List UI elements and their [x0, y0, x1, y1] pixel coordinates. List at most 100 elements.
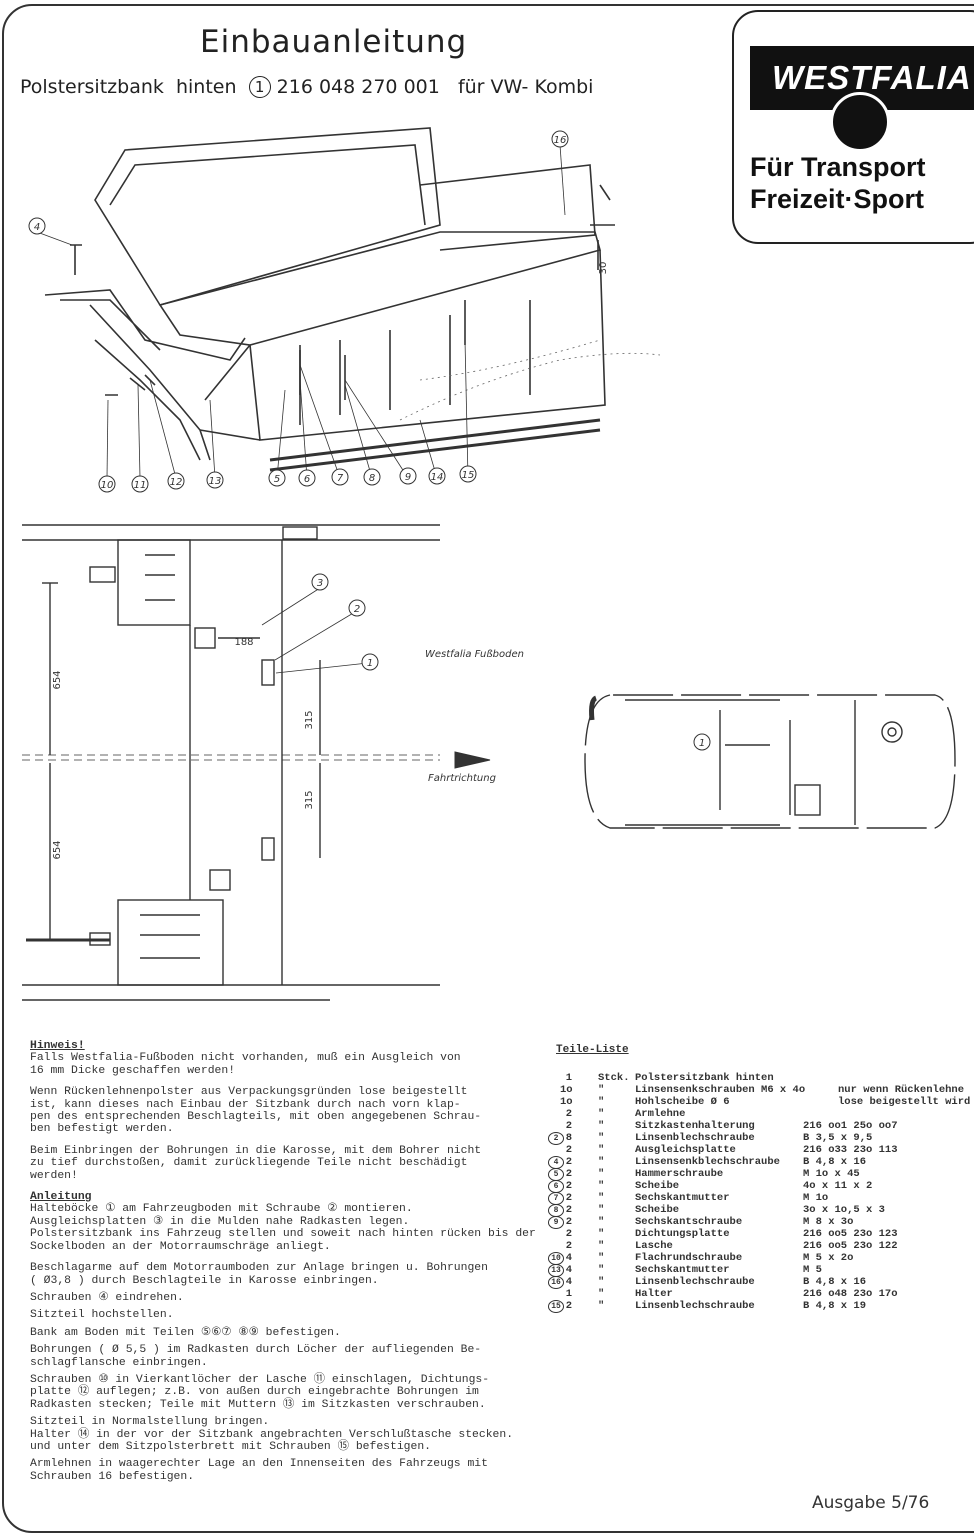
- parts-row: 2 " Armlehne: [548, 1108, 974, 1120]
- part-name: Dichtungsplatte: [635, 1228, 730, 1240]
- part-quantity: 2: [565, 1180, 572, 1192]
- parts-row: 1o " Linsensenkschrauben M6 x 4o nur wenn R…: [548, 1084, 974, 1096]
- part-unit: ": [598, 1192, 605, 1204]
- part-unit: ": [598, 1120, 605, 1132]
- hinweis-paragraph: Beim Einbringen der Bohrungen in die Kar…: [30, 1144, 482, 1182]
- part-quantity: 2: [565, 1120, 572, 1132]
- logo-tagline-2: Freizeit·Sport: [750, 184, 925, 214]
- part-quantity: 8: [565, 1132, 572, 1144]
- part-name: Scheibe: [635, 1180, 680, 1192]
- part-spec: 216 oo1 25o oo7: [803, 1120, 898, 1132]
- anleitung-step: Sitzteil in Normalstellung bringen. Halt…: [30, 1416, 514, 1453]
- part-quantity: 1: [565, 1072, 572, 1084]
- part-unit: ": [598, 1084, 605, 1096]
- part-quantity: 2: [565, 1204, 572, 1216]
- part-unit: Stck.: [598, 1072, 630, 1084]
- subtitle-pre: Polstersitzbank hinten: [20, 76, 237, 98]
- anleitung-step: Beschlagarme auf dem Motorraumboden zur …: [30, 1262, 488, 1287]
- part-unit: ": [598, 1168, 605, 1180]
- part-name: Hohlscheibe Ø 6: [635, 1096, 730, 1108]
- part-name: Linsensenkblechschraube: [635, 1156, 780, 1168]
- part-unit: ": [598, 1108, 605, 1120]
- part-spec: 216 o33 23o 113: [803, 1144, 898, 1156]
- part-spec: M 5: [803, 1264, 822, 1276]
- part-unit: ": [598, 1096, 605, 1108]
- part-quantity: 4: [565, 1252, 572, 1264]
- part-name: Linsenblechschraube: [635, 1300, 755, 1312]
- part-name: Armlehne: [635, 1108, 686, 1120]
- part-unit: ": [598, 1264, 605, 1276]
- part-name: Sechskantmutter: [635, 1264, 730, 1276]
- part-name: Sitzkastenhalterung: [635, 1120, 755, 1132]
- logo-tagline-1: Für Transport: [750, 152, 926, 182]
- anleitung-step: Schrauben ⑩ in Vierkantlöcher der Lasche…: [30, 1373, 490, 1411]
- part-quantity: 1o: [560, 1084, 573, 1096]
- part-spec: B 4,8 x 16: [803, 1276, 867, 1288]
- part-note: nur wenn Rückenlehne: [838, 1084, 965, 1096]
- logo-brand: WESTFALIA: [750, 46, 974, 110]
- part-unit: ": [598, 1300, 605, 1312]
- part-quantity: 2: [565, 1240, 572, 1252]
- document-title: Einbauanleitung: [200, 24, 468, 60]
- part-callout: 16: [548, 1276, 564, 1289]
- anleitung-heading: Anleitung: [30, 1191, 92, 1204]
- part-note: lose beigestellt wird: [838, 1096, 971, 1108]
- part-name: Polstersitzbank hinten: [635, 1072, 774, 1084]
- hinweis-paragraph: Wenn Rückenlehnenpolster aus Verpackungs…: [30, 1086, 482, 1136]
- part-spec: 216 oo5 23o 123: [803, 1228, 898, 1240]
- part-quantity: 4: [565, 1264, 572, 1276]
- anleitung-step: Schrauben ④ eindrehen.: [30, 1291, 184, 1304]
- document-subtitle: Polstersitzbank hinten 1 216 048 270 001…: [20, 76, 593, 98]
- part-spec: B 4,8 x 16: [803, 1156, 867, 1168]
- instructions-text: Hinweis! Falls Westfalia-Fußboden nicht …: [30, 1040, 536, 1492]
- anleitung-step: Halteböcke ① am Fahrzeugboden mit Schrau…: [30, 1203, 536, 1253]
- part-number-circle: 1: [248, 76, 271, 98]
- part-name: Linsenblechschraube: [635, 1276, 755, 1288]
- part-unit: ": [598, 1216, 605, 1228]
- part-spec: B 4,8 x 19: [803, 1300, 867, 1312]
- part-quantity: 2: [565, 1108, 572, 1120]
- part-name: Linsensenkschrauben M6 x 4o: [635, 1084, 806, 1096]
- part-callout: 15: [548, 1300, 564, 1313]
- part-unit: ": [598, 1228, 605, 1240]
- parts-row: 2 " Sitzkastenhalterung 216 oo1 25o oo7: [548, 1120, 974, 1132]
- part-quantity: 2: [565, 1192, 572, 1204]
- part-quantity: 2: [565, 1216, 572, 1228]
- part-name: Halter: [635, 1288, 673, 1300]
- part-name: Ausgleichsplatte: [635, 1144, 736, 1156]
- part-spec: 3o x 1o,5 x 3: [803, 1204, 885, 1216]
- part-spec: M 1o: [803, 1192, 829, 1204]
- part-quantity: 1: [565, 1288, 572, 1300]
- part-name: Sechskantschraube: [635, 1216, 743, 1228]
- part-spec: M 1o x 45: [803, 1168, 860, 1180]
- part-spec: 4o x 11 x 2: [803, 1180, 873, 1192]
- part-quantity: 4: [565, 1276, 572, 1288]
- hinweis-heading: Hinweis!: [30, 1040, 85, 1052]
- part-spec: M 5 x 2o: [803, 1252, 854, 1264]
- edition-label: Ausgabe 5/76: [812, 1493, 930, 1513]
- part-spec: M 8 x 3o: [803, 1216, 854, 1228]
- westfalia-logo: WESTFALIA Für Transport Freizeit·Sport: [732, 10, 974, 244]
- anleitung-step: Bohrungen ( Ø 5,5 ) im Radkasten durch L…: [30, 1344, 482, 1369]
- horse-emblem-icon: [830, 92, 890, 152]
- part-unit: ": [598, 1288, 605, 1300]
- part-spec: 216 oo5 23o 122: [803, 1240, 898, 1252]
- part-name: Flachrundschraube: [635, 1252, 743, 1264]
- part-unit: ": [598, 1156, 605, 1168]
- part-unit: ": [598, 1240, 605, 1252]
- part-name: Scheibe: [635, 1204, 680, 1216]
